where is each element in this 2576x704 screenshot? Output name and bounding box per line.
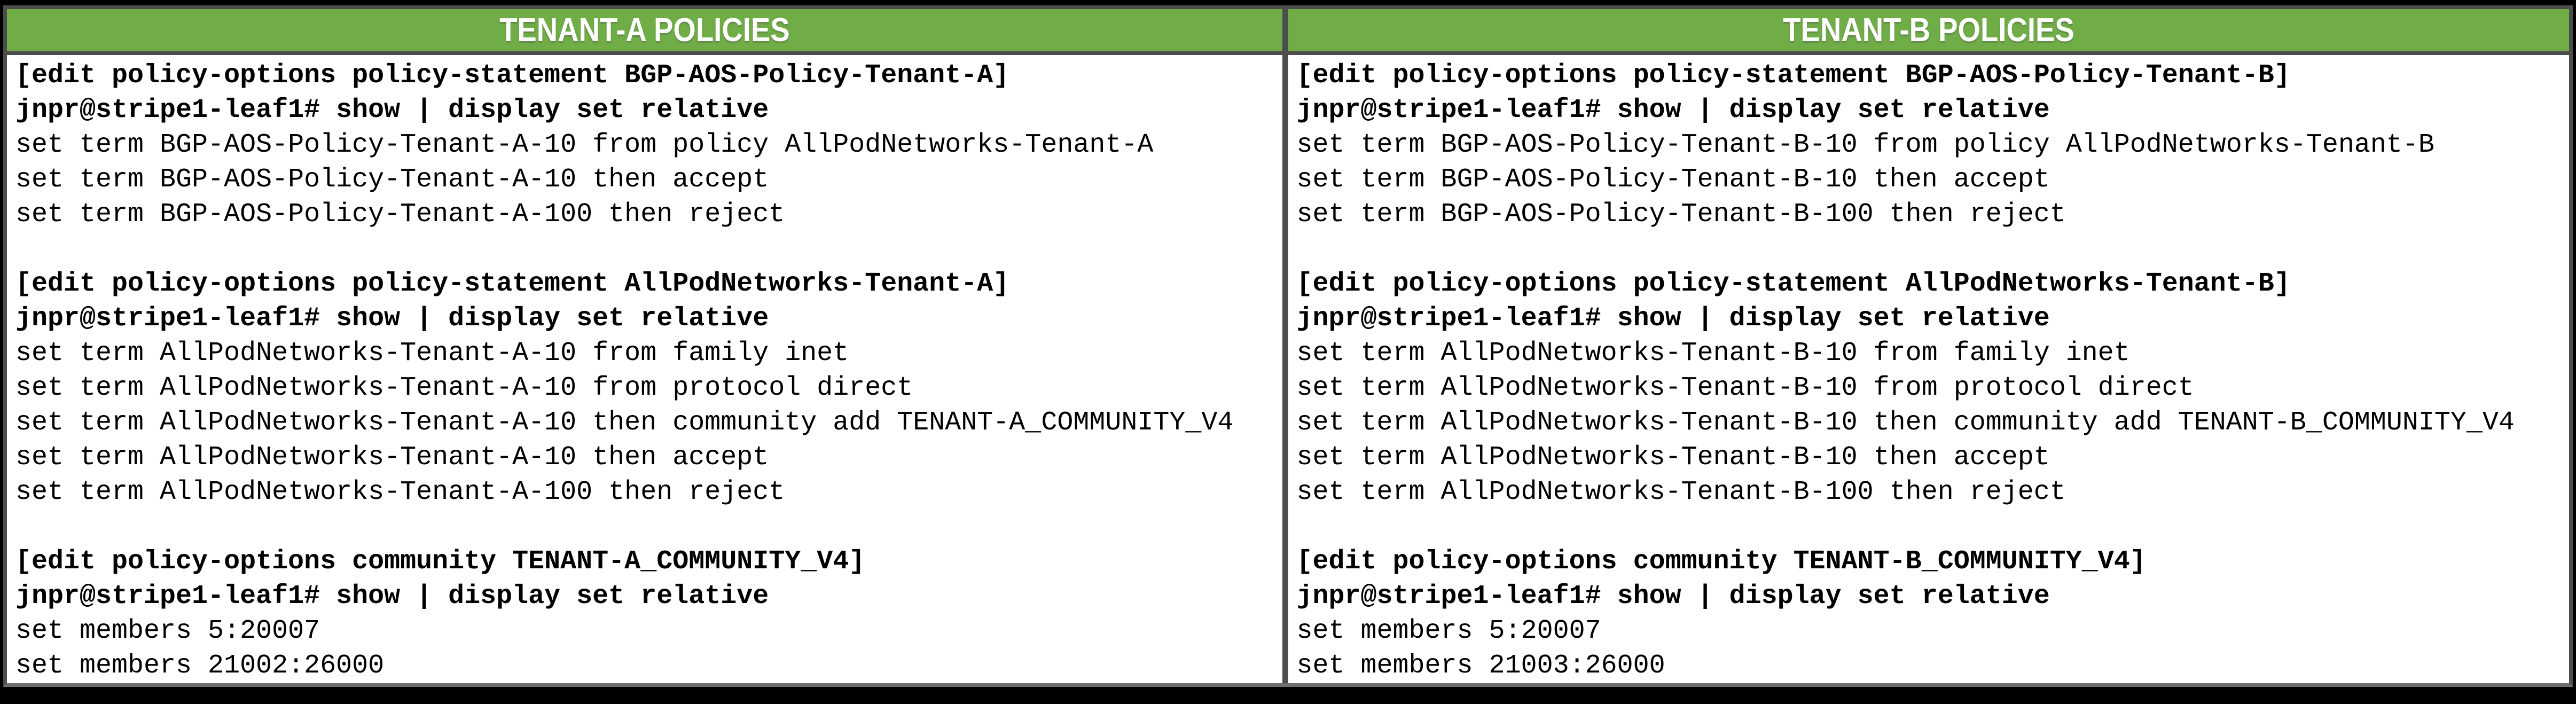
tenant-a-header: TENANT-A POLICIES (7, 9, 1282, 55)
code-line: [edit policy-options policy-statement Al… (1296, 269, 2290, 299)
code-line: set members 21003:26000 (1296, 651, 1665, 681)
code-line: set term AllPodNetworks-Tenant-B-10 then… (1296, 442, 2050, 473)
code-line: set term BGP-AOS-Policy-Tenant-A-10 from… (15, 130, 1154, 160)
tenant-a-cli-output: [edit policy-options policy-statement BG… (7, 55, 1282, 683)
code-line: jnpr@stripe1-leaf1# show | display set r… (1296, 303, 2050, 334)
code-line: jnpr@stripe1-leaf1# show | display set r… (1296, 95, 2050, 126)
code-line: set term AllPodNetworks-Tenant-B-10 from… (1296, 373, 2194, 403)
code-line: [edit policy-options policy-statement Al… (15, 269, 1009, 299)
tenant-a-header-label: TENANT-A POLICIES (499, 12, 790, 49)
code-line: jnpr@stripe1-leaf1# show | display set r… (15, 581, 769, 612)
tenant-b-header-label: TENANT-B POLICIES (1782, 12, 2074, 49)
tenant-b-cli-output: [edit policy-options policy-statement BG… (1288, 55, 2570, 683)
code-line: set term AllPodNetworks-Tenant-B-10 from… (1296, 338, 2130, 369)
code-line: set term BGP-AOS-Policy-Tenant-A-100 the… (15, 199, 785, 230)
tenant-a-column: TENANT-A POLICIES [edit policy-options p… (7, 9, 1288, 683)
tenant-b-column: TENANT-B POLICIES [edit policy-options p… (1288, 9, 2570, 683)
code-line: set term AllPodNetworks-Tenant-B-100 the… (1296, 477, 2066, 507)
code-line: set members 5:20007 (15, 616, 320, 646)
code-line: set term BGP-AOS-Policy-Tenant-A-10 then… (15, 165, 769, 195)
code-line: [edit policy-options community TENANT-B_… (1296, 546, 2146, 577)
code-line: set term AllPodNetworks-Tenant-B-10 then… (1296, 408, 2515, 438)
code-line: [edit policy-options policy-statement BG… (15, 60, 1009, 91)
code-line: jnpr@stripe1-leaf1# show | display set r… (15, 303, 769, 334)
code-line: set term BGP-AOS-Policy-Tenant-B-10 from… (1296, 130, 2434, 160)
code-line (1297, 510, 2570, 544)
code-line: jnpr@stripe1-leaf1# show | display set r… (15, 95, 769, 126)
code-line: [edit policy-options policy-statement BG… (1296, 60, 2290, 91)
code-line: jnpr@stripe1-leaf1# show | display set r… (1296, 581, 2050, 612)
code-line: set term AllPodNetworks-Tenant-A-10 then… (15, 408, 1234, 438)
code-line: set term BGP-AOS-Policy-Tenant-B-10 then… (1296, 165, 2050, 195)
code-line (15, 232, 1282, 267)
code-line: set members 21002:26000 (15, 651, 385, 681)
code-line (15, 510, 1282, 544)
code-line: set term AllPodNetworks-Tenant-A-10 then… (15, 442, 769, 473)
code-line: [edit policy-options community TENANT-A_… (15, 546, 865, 577)
tenant-policies-table: TENANT-A POLICIES [edit policy-options p… (3, 5, 2573, 687)
code-line: set term AllPodNetworks-Tenant-A-10 from… (15, 373, 913, 403)
code-line (1297, 232, 2570, 267)
code-line: set term BGP-AOS-Policy-Tenant-B-100 the… (1296, 199, 2066, 230)
code-line: set members 5:20007 (1296, 616, 1601, 646)
tenant-b-header: TENANT-B POLICIES (1288, 9, 2569, 55)
code-line: set term AllPodNetworks-Tenant-A-10 from… (15, 338, 849, 369)
code-line: set term AllPodNetworks-Tenant-A-100 the… (15, 477, 785, 507)
